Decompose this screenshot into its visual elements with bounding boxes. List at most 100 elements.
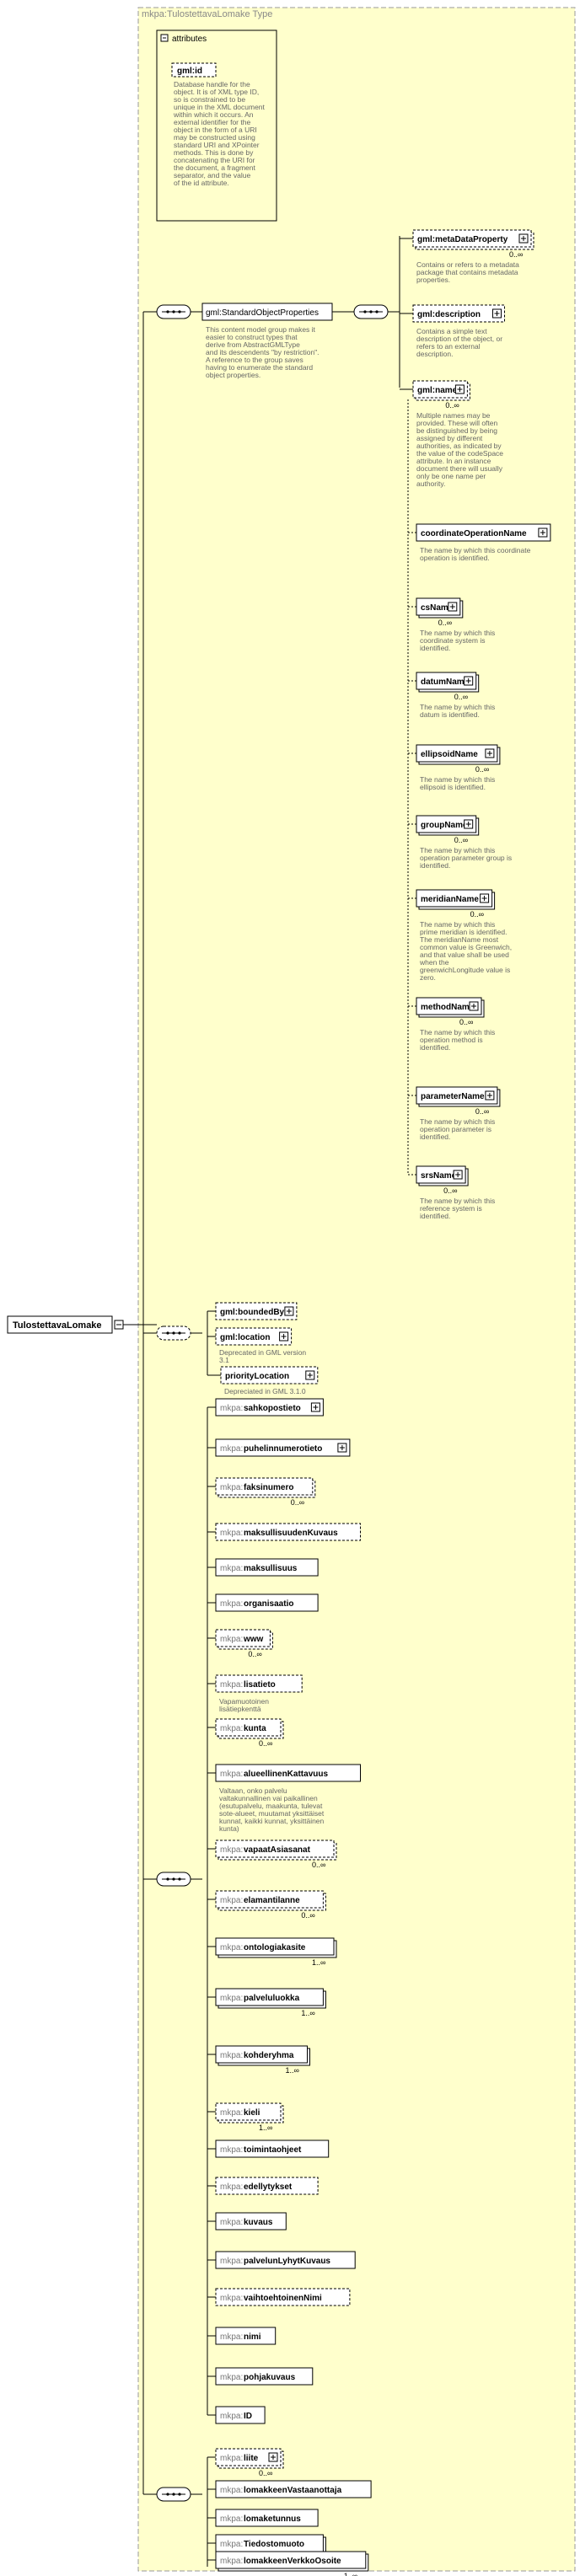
doc-line: The name by which this — [420, 1197, 495, 1205]
mkpa-element[interactable]: mkpa:sahkopostieto — [215, 1398, 324, 1417]
expand-icon[interactable] — [284, 1306, 294, 1316]
doc-line: document there will usually — [416, 464, 503, 473]
gml-element[interactable]: gml:boundedBy — [215, 1302, 298, 1320]
type-frame — [137, 7, 576, 2572]
form-element[interactable]: mkpa:lomaketunnus — [215, 2509, 319, 2527]
doc-line: object in the form of a URI — [174, 126, 257, 134]
element-label: elamantilanne — [244, 1896, 300, 1905]
doc-line: lisätiepkenttä — [219, 1705, 261, 1713]
gml-element[interactable]: gml:location — [215, 1327, 293, 1346]
element-label: gml:location — [220, 1333, 270, 1342]
mkpa-element[interactable]: mkpa:maksullisuudenKuvaus — [215, 1523, 361, 1541]
sequence-compositor-form[interactable] — [156, 2487, 191, 2502]
mkpa-element[interactable]: mkpa:ID — [215, 2406, 266, 2424]
expand-icon[interactable] — [464, 819, 474, 829]
expand-icon[interactable] — [310, 1402, 320, 1412]
expand-icon[interactable] — [453, 1170, 463, 1180]
std-group[interactable]: gml:StandardObjectProperties — [201, 303, 354, 321]
mkpa-element[interactable]: mkpa:nimi — [215, 2327, 277, 2345]
doc-line: object properties. — [206, 371, 260, 379]
doc-line: The meridianName most — [420, 935, 499, 944]
expand-icon[interactable] — [538, 528, 548, 538]
mkpa-element[interactable]: mkpa:maksullisuus — [215, 1558, 319, 1577]
element-prefix: mkpa: — [220, 2373, 243, 2382]
expand-icon[interactable] — [492, 308, 502, 319]
std-element[interactable]: gml:description — [412, 304, 505, 323]
name-substitution[interactable]: coordinateOperationName — [416, 523, 551, 542]
expand-icon[interactable] — [305, 1370, 315, 1380]
doc-line: assigned by different — [416, 434, 483, 442]
element-prefix: mkpa: — [220, 1845, 243, 1855]
mkpa-element[interactable]: mkpa:edellytykset — [215, 2177, 319, 2195]
expand-icon[interactable] — [448, 602, 458, 612]
gml-id-attribute[interactable] — [171, 62, 217, 78]
mkpa-element[interactable]: mkpa:puhelinnumerotieto — [215, 1438, 351, 1457]
gml-element[interactable]: priorityLocation — [220, 1366, 319, 1384]
expand-icon[interactable] — [469, 1001, 479, 1011]
expand-icon[interactable] — [268, 2452, 278, 2462]
mkpa-element[interactable]: mkpa:pohjakuvaus — [215, 2367, 314, 2386]
doc-line: package that contains metadata — [416, 268, 518, 276]
expand-icon[interactable] — [337, 1443, 347, 1453]
expand-icon[interactable] — [518, 233, 529, 244]
element-label: edellytykset — [244, 2182, 293, 2192]
mkpa-elements: mkpa:sahkopostieto mkpa:puhelinnumerotiet… — [207, 1398, 361, 2424]
expand-icon[interactable] — [485, 1090, 495, 1101]
sequence-compositor-gml[interactable] — [156, 1325, 191, 1341]
element-label: csName — [421, 603, 454, 613]
mkpa-element[interactable]: mkpa:lisatieto — [215, 1674, 303, 1693]
expand-icon[interactable] — [480, 893, 490, 903]
doc-line: The name by which this — [420, 703, 495, 711]
sequence-compositor-std[interactable] — [156, 304, 191, 319]
expand-icon[interactable] — [279, 1331, 289, 1342]
expand-icon[interactable] — [454, 384, 465, 394]
doc-line: having to enumerate the standard — [206, 363, 313, 372]
doc-line: identified. — [420, 1043, 450, 1052]
element-label: gml:description — [417, 310, 481, 319]
sequence-compositor-std2[interactable] — [353, 236, 400, 388]
mkpa-element[interactable]: mkpa:palvelunLyhytKuvaus — [215, 2251, 356, 2269]
doc-line: separator, and the value — [174, 171, 250, 179]
expand-icon[interactable] — [485, 748, 495, 758]
element-label: gml:metaDataProperty — [417, 235, 508, 244]
element-label: kunta — [244, 1724, 266, 1733]
element-label: parameterName — [421, 1092, 485, 1101]
form-element[interactable]: mkpa:lomakkeenVastaanottaja — [215, 2480, 372, 2498]
cardinality: 0..∞ — [454, 836, 468, 844]
element-prefix: mkpa: — [220, 2218, 243, 2227]
mkpa-element[interactable]: mkpa:toimintaohjeet — [215, 2140, 330, 2158]
doc-line: description. — [416, 350, 453, 358]
mkpa-element[interactable]: mkpa:vaihtoehtoinenNimi — [215, 2288, 351, 2306]
mkpa-element[interactable]: mkpa:alueellinenKattavuus — [215, 1764, 361, 1782]
mkpa-element[interactable]: mkpa:kuvaus — [215, 2212, 287, 2231]
expand-icon[interactable] — [464, 676, 474, 686]
mkpa-element[interactable]: mkpa:organisaatio — [215, 1593, 319, 1612]
element-prefix: mkpa: — [220, 2454, 243, 2463]
sequence-compositor-mkpa[interactable] — [156, 1872, 191, 1887]
cardinality: 0..∞ — [301, 1911, 314, 1920]
element-prefix: mkpa: — [220, 1529, 243, 1538]
root-element[interactable]: TulostettavaLomake — [7, 1315, 143, 1334]
